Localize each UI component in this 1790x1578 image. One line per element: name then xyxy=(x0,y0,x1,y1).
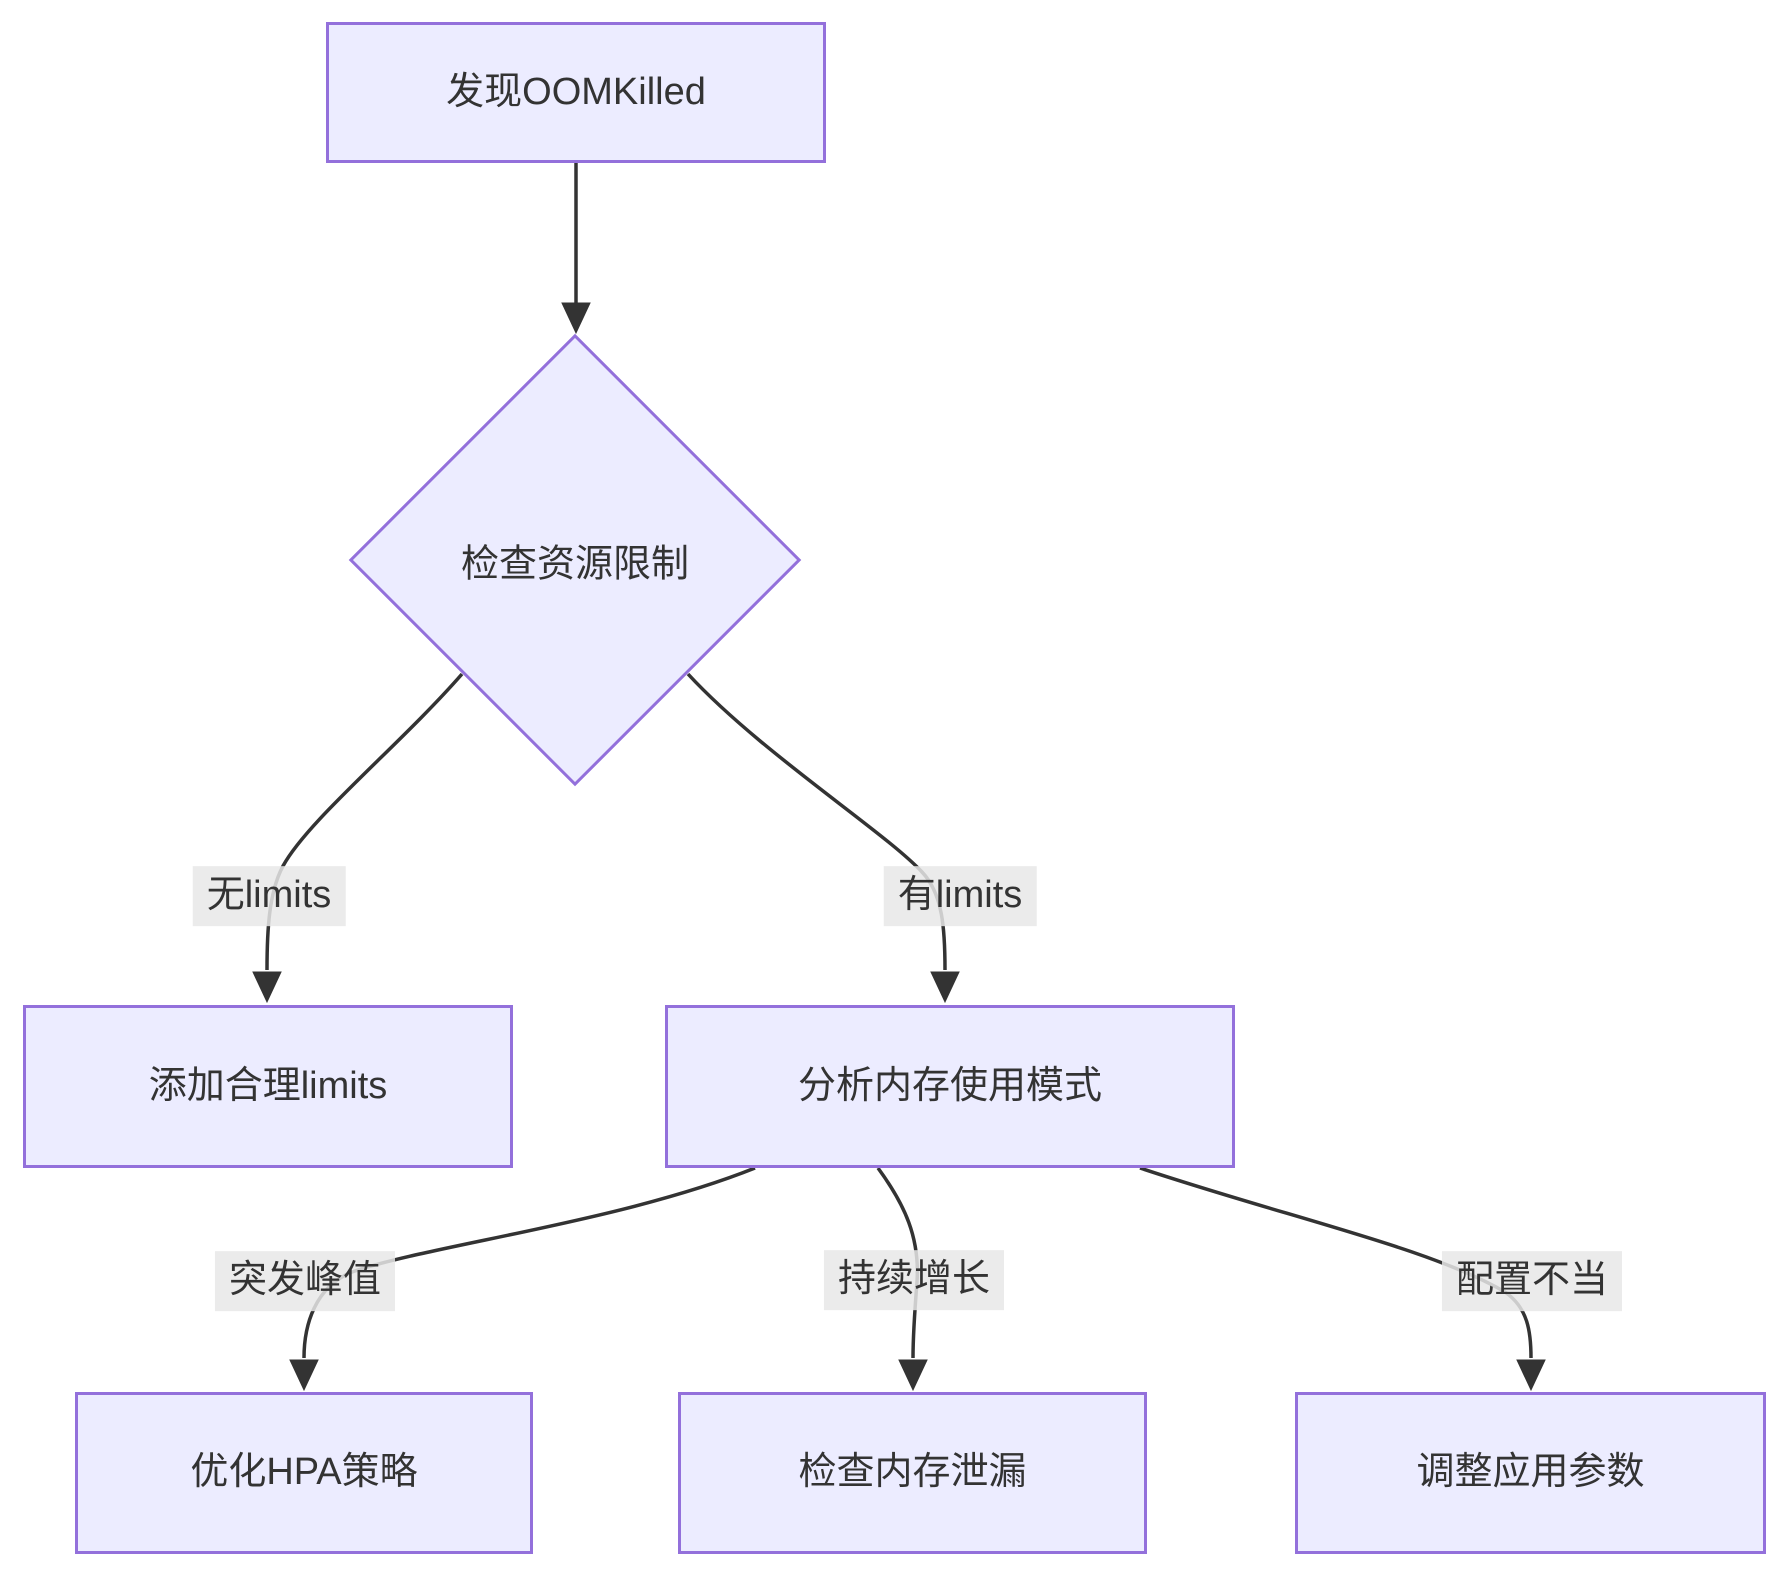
edge-analyze-optimize-hpa xyxy=(302,1166,756,1359)
edge-label-misconfiguration: 配置不当 xyxy=(1441,1251,1623,1311)
edge-label-burst-peak: 突发峰值 xyxy=(214,1251,396,1311)
arrowhead-decision xyxy=(561,302,591,335)
arrowhead-add-limits xyxy=(252,971,282,1004)
node-decision-label: 检查资源限制 xyxy=(460,543,690,586)
node-analyze: 分析内存使用模式 xyxy=(665,1005,1235,1168)
node-add-limits-label: 添加合理limits xyxy=(148,1064,388,1107)
node-analyze-label: 分析内存使用模式 xyxy=(797,1064,1102,1107)
node-check-leak-label: 检查内存泄漏 xyxy=(798,1451,1027,1494)
arrowhead-optimize-hpa xyxy=(289,1359,319,1392)
node-adjust-params-label: 调整应用参数 xyxy=(1416,1451,1645,1494)
arrowhead-check-leak xyxy=(898,1359,928,1392)
node-optimize-hpa-label: 优化HPA策略 xyxy=(190,1451,418,1494)
node-optimize-hpa: 优化HPA策略 xyxy=(75,1392,533,1554)
arrowhead-analyze xyxy=(930,971,960,1004)
edge-label-has-limits: 有limits xyxy=(883,866,1037,926)
node-adjust-params: 调整应用参数 xyxy=(1295,1392,1766,1554)
edge-label-continuous-growth: 持续增长 xyxy=(823,1250,1005,1310)
node-start: 发现OOMKilled xyxy=(326,22,826,163)
node-start-label: 发现OOMKilled xyxy=(446,70,706,113)
arrowhead-adjust-params xyxy=(1516,1359,1546,1392)
edge-label-no-limits: 无limits xyxy=(192,866,346,926)
node-add-limits: 添加合理limits xyxy=(23,1005,513,1168)
node-check-leak: 检查内存泄漏 xyxy=(678,1392,1147,1554)
